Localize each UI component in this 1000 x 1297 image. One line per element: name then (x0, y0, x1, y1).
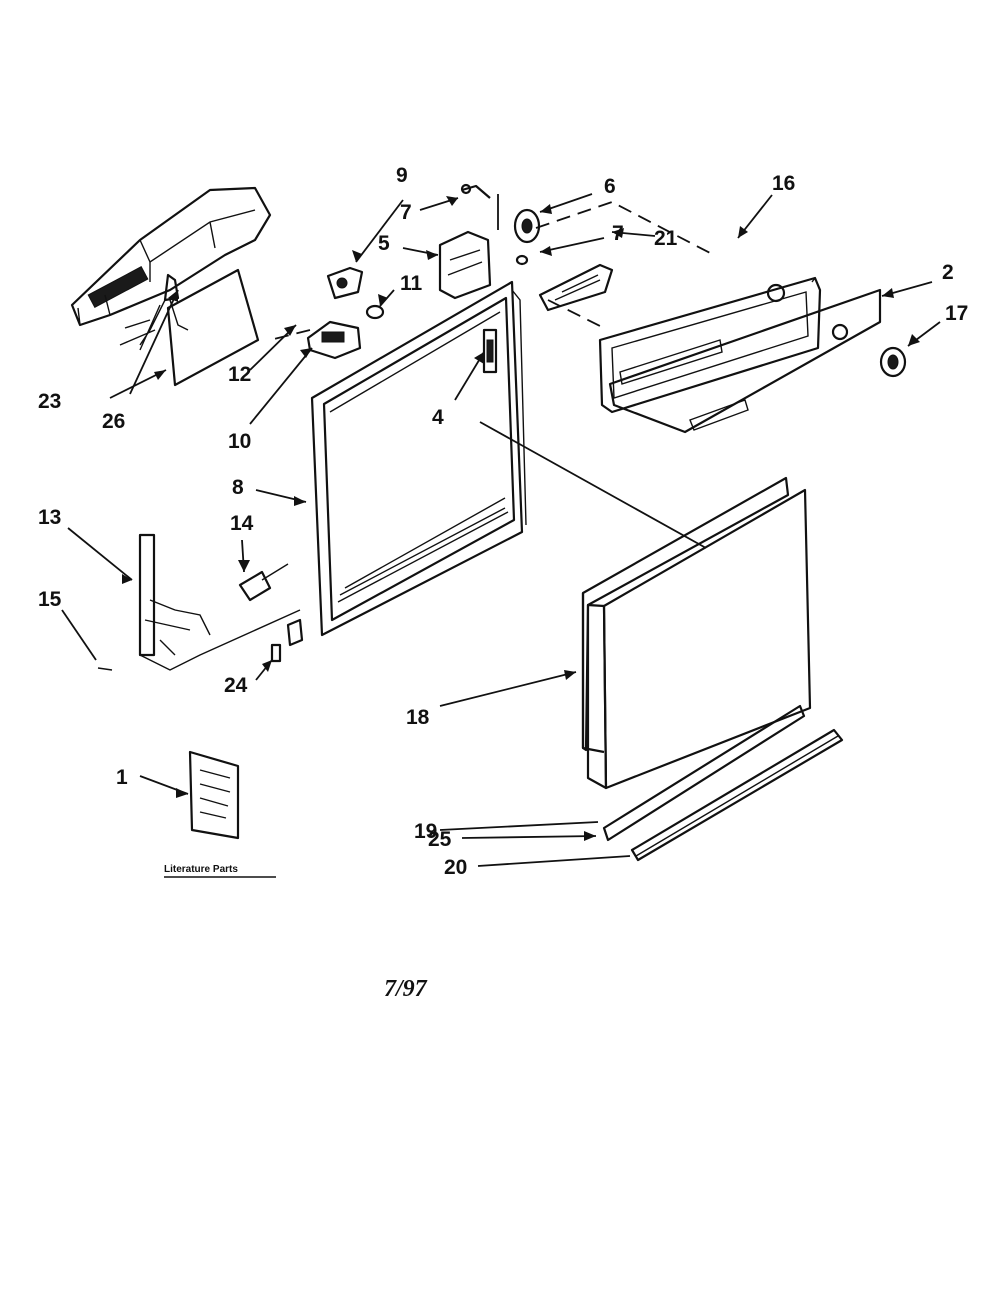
callout-25: 25 (428, 828, 452, 851)
callout-15: 15 (38, 588, 62, 611)
callout-5: 5 (378, 232, 390, 255)
part-11-screw (365, 304, 385, 320)
callout-2: 2 (942, 261, 954, 284)
callout-10: 10 (228, 430, 251, 453)
callout-21: 21 (654, 227, 678, 250)
callout-18: 18 (406, 706, 430, 729)
callout-12: 12 (228, 363, 251, 386)
part-6-knob (513, 208, 541, 244)
part-7-screw-top (460, 183, 491, 199)
callout-20: 20 (444, 856, 467, 879)
part-24-bracket (270, 643, 282, 663)
part-7-clip (515, 254, 529, 266)
callout-24: 24 (224, 674, 248, 697)
arrowheads (122, 196, 920, 841)
part-5-switch (438, 230, 492, 300)
callout-9: 9 (396, 164, 408, 187)
callout-26: 26 (102, 410, 125, 433)
part-15-clip (97, 667, 113, 671)
callout-19: 19 (414, 820, 437, 843)
part-26-panel-sheet (166, 268, 260, 387)
callout-6: 6 (604, 175, 616, 198)
part-21-button-strip (538, 263, 614, 312)
callout-16: 16 (772, 172, 795, 195)
part-10-strike (306, 320, 362, 360)
part-8-door-frame (310, 280, 527, 637)
callout-14: 14 (230, 512, 254, 535)
callout-1: 1 (116, 766, 128, 789)
callout-4: 4 (432, 406, 444, 429)
part-23-control-housing (70, 186, 272, 327)
callout-23: 23 (38, 390, 61, 413)
part-17-knob (879, 346, 907, 378)
part-4-bracket (482, 328, 498, 374)
part-18-door-panel (581, 476, 812, 790)
part-19-trim-strip (602, 704, 806, 842)
frame-bracket (286, 618, 304, 647)
assembly-lines (269, 194, 713, 341)
callout-17: 17 (945, 302, 968, 325)
part-20-kick-strip (630, 728, 844, 862)
part-1-literature-card (188, 750, 240, 840)
part-2-console-overlay (608, 288, 882, 434)
part-16-control-panel (598, 276, 822, 414)
callout-13: 13 (38, 506, 61, 529)
literature-caption: Literature Parts (164, 864, 238, 875)
callout-11: 11 (400, 272, 423, 295)
callout-7-right: 7 (612, 222, 624, 245)
callout-7-top: 7 (400, 201, 412, 224)
callout-labels: 9 7 6 16 5 7 21 2 17 11 12 10 4 23 26 8 … (38, 164, 968, 879)
part-13-wire-harness (119, 273, 301, 671)
part-14-connector (238, 563, 289, 602)
part-9-latch (326, 266, 364, 300)
callout-8: 8 (232, 476, 244, 499)
date-code: 7/97 (384, 976, 428, 1002)
